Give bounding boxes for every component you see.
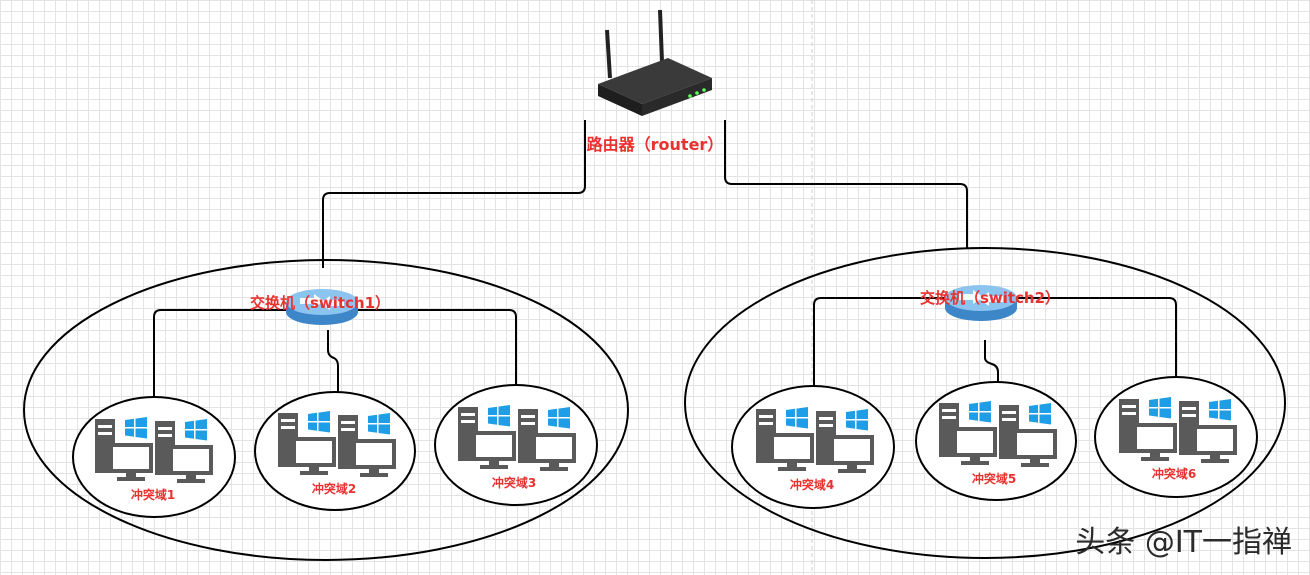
link-router-switch2: [724, 120, 968, 248]
collision-domain-6: 冲突域6: [1094, 376, 1258, 498]
domain-1-label: 冲突域1: [131, 487, 175, 502]
domain-3-label: 冲突域3: [492, 475, 536, 490]
switch1-label: 交换机（switch1）: [250, 294, 390, 312]
domain-5-label: 冲突域5: [972, 471, 1016, 486]
router-label: 路由器（router）: [587, 135, 724, 154]
collision-domain-4: 冲突域4: [731, 385, 895, 509]
collision-domain-5: 冲突域5: [915, 381, 1077, 501]
collision-domain-3: 冲突域3: [434, 384, 598, 506]
link-switch2-domain5: [984, 340, 999, 382]
router-icon: [598, 9, 712, 116]
domain-2-label: 冲突域2: [312, 481, 356, 496]
domain-6-label: 冲突域6: [1152, 466, 1196, 481]
domain-4-label: 冲突域4: [790, 477, 834, 492]
network-segment-1: [23, 259, 629, 561]
watermark: 头条 @IT一指禅: [1075, 525, 1292, 560]
link-switch1-domain2: [327, 330, 339, 392]
switch2-label: 交换机（switch2）: [920, 289, 1060, 307]
collision-domain-1: 冲突域1: [72, 396, 236, 518]
link-router-switch1: [322, 120, 586, 268]
collision-domain-2: 冲突域2: [254, 391, 416, 511]
network-segment-2: [684, 247, 1286, 559]
